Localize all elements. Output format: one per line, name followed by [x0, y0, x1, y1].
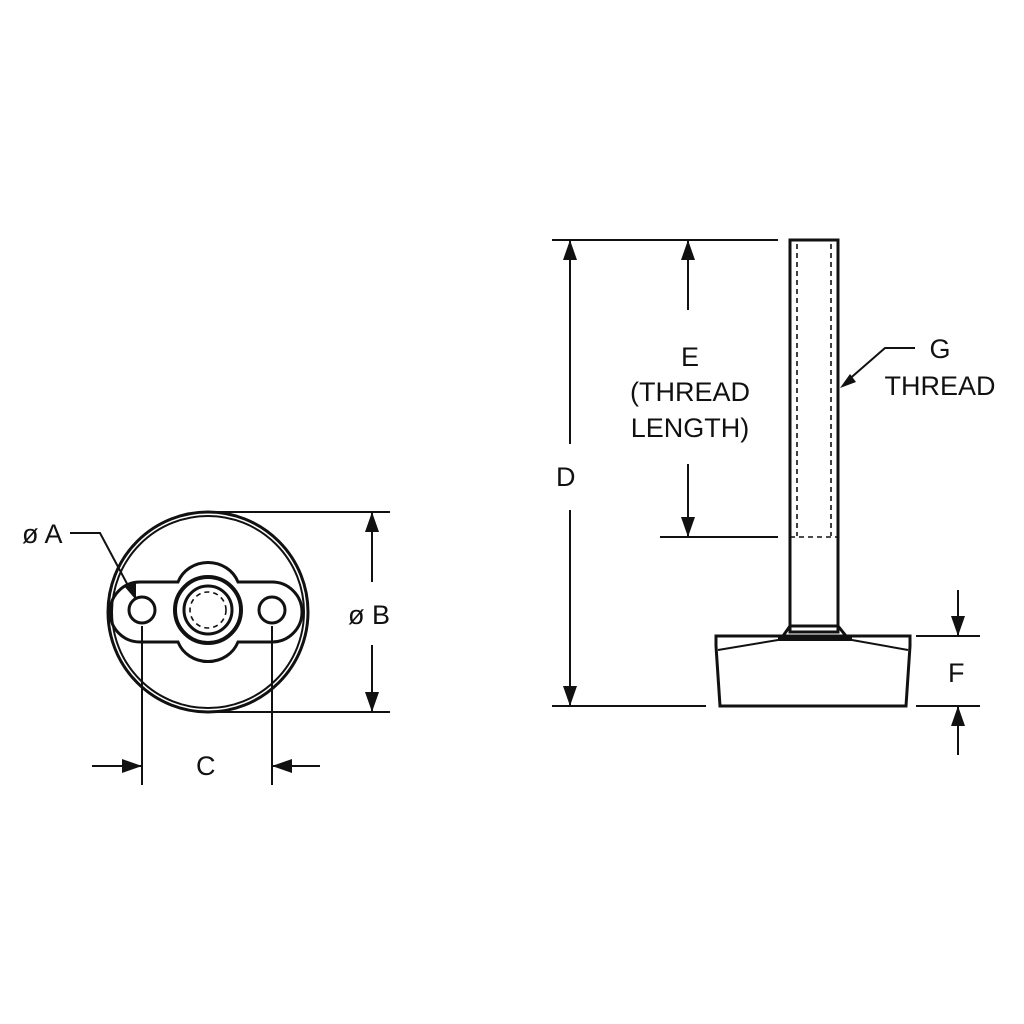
dim-a-arrow: [124, 582, 136, 600]
side-view: D E (THREAD LENGTH) F G THREAD: [552, 238, 996, 755]
label-c: C: [196, 751, 216, 781]
threaded-stud: [788, 238, 840, 634]
dim-f-arrow-down: [951, 616, 965, 636]
hub-thread-circle: [189, 591, 227, 629]
top-view: ø A ø B C: [22, 510, 390, 785]
label-dia-b: ø B: [348, 600, 390, 630]
dim-d-arrow-down: [563, 686, 577, 706]
dim-g-leader: [845, 347, 915, 383]
label-g-line1: G: [929, 334, 950, 364]
dim-a-leader: [70, 532, 133, 594]
label-g-line2: THREAD: [884, 371, 995, 401]
dim-b-arrow-up: [365, 512, 379, 532]
label-dia-a: ø A: [22, 519, 63, 549]
base-chamfer: [717, 639, 909, 651]
dim-d-arrow-up: [563, 240, 577, 260]
dim-c-arrow-left: [122, 759, 142, 773]
dim-e-arrow-up: [681, 240, 695, 260]
dim-e-arrow-down: [681, 517, 695, 537]
base-inner-circle: [111, 515, 305, 709]
label-e-line2: (THREAD: [630, 377, 750, 407]
label-f: F: [948, 658, 965, 688]
label-d: D: [556, 462, 576, 492]
dim-b-arrow-down: [365, 692, 379, 712]
dim-f-arrow-up: [951, 706, 965, 726]
dim-g-arrow: [840, 374, 856, 388]
label-e-line1: E: [681, 342, 699, 372]
hub-outer: [173, 575, 243, 645]
base-outer-circle: [106, 510, 310, 714]
mounting-hole-right: [257, 595, 287, 625]
base-body: [714, 634, 912, 708]
mounting-hole-left: [127, 595, 157, 625]
dim-c-arrow-right: [272, 759, 292, 773]
label-e-line3: LENGTH): [631, 413, 750, 443]
hub-inner: [182, 584, 234, 636]
